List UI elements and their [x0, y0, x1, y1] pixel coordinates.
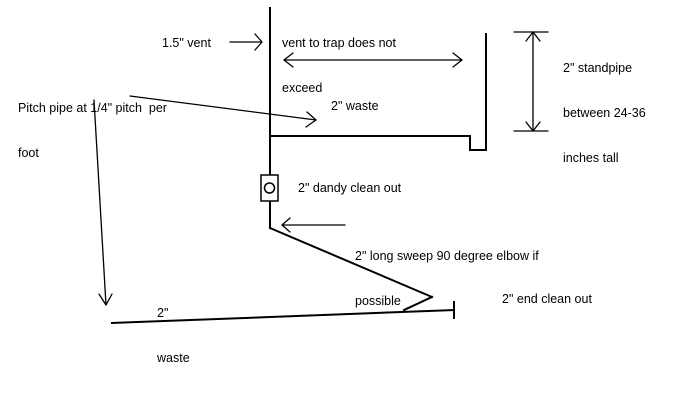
dandy-cleanout-label: 2" dandy clean out — [298, 181, 402, 195]
sweep-turn — [402, 295, 434, 312]
waste-lower-line2: waste — [157, 351, 190, 365]
distance-arrowhead-right — [452, 52, 463, 68]
pitch-line1: Pitch pipe at 1/4" pitch per — [18, 101, 167, 115]
standpipe-arrowhead-top — [525, 31, 541, 42]
distance-arrowhead-left — [283, 52, 294, 68]
standpipe-line2: between 24-36 — [563, 106, 646, 120]
waste-upper-label: 2" waste — [331, 99, 379, 113]
pitch-arrowhead — [98, 293, 113, 306]
vent-size-label: 1.5" vent — [162, 36, 211, 50]
standpipe-label: 2" standpipe between 24-36 inches tall — [563, 31, 646, 196]
vent-to-trap-label: vent to trap does not exceed — [282, 6, 396, 126]
end-cleanout-label: 2" end clean out — [502, 292, 592, 306]
long-sweep-elbow-pipe — [268, 226, 434, 299]
elbow-label: 2" long sweep 90 degree elbow if possibl… — [355, 219, 539, 339]
standpipe-arrowhead-bottom — [525, 121, 541, 132]
pitch-label: Pitch pipe at 1/4" pitch per foot — [18, 71, 167, 191]
standpipe-line1: 2" standpipe — [563, 61, 633, 75]
vent-to-trap-line2: exceed — [282, 81, 323, 95]
elbow-arrowhead — [281, 217, 291, 233]
waste-arrowhead — [305, 111, 317, 128]
elbow-line1: 2" long sweep 90 degree elbow if — [355, 249, 539, 263]
vent-arrowhead — [254, 33, 263, 51]
vent-to-trap-line1: vent to trap does not — [282, 36, 396, 50]
cleanout-plug — [263, 182, 276, 194]
waste-arrow — [129, 95, 317, 121]
pitch-line2: foot — [18, 146, 39, 160]
standpipe-line3: inches tall — [563, 151, 619, 165]
waste-lower-line1: 2" — [157, 306, 169, 320]
elbow-line2: possible — [355, 294, 401, 308]
main-drain-pipe — [110, 308, 456, 325]
pitch-arrow — [93, 99, 107, 306]
standpipe-trap — [469, 33, 487, 151]
waste-lower-label: 2" waste — [157, 276, 190, 396]
